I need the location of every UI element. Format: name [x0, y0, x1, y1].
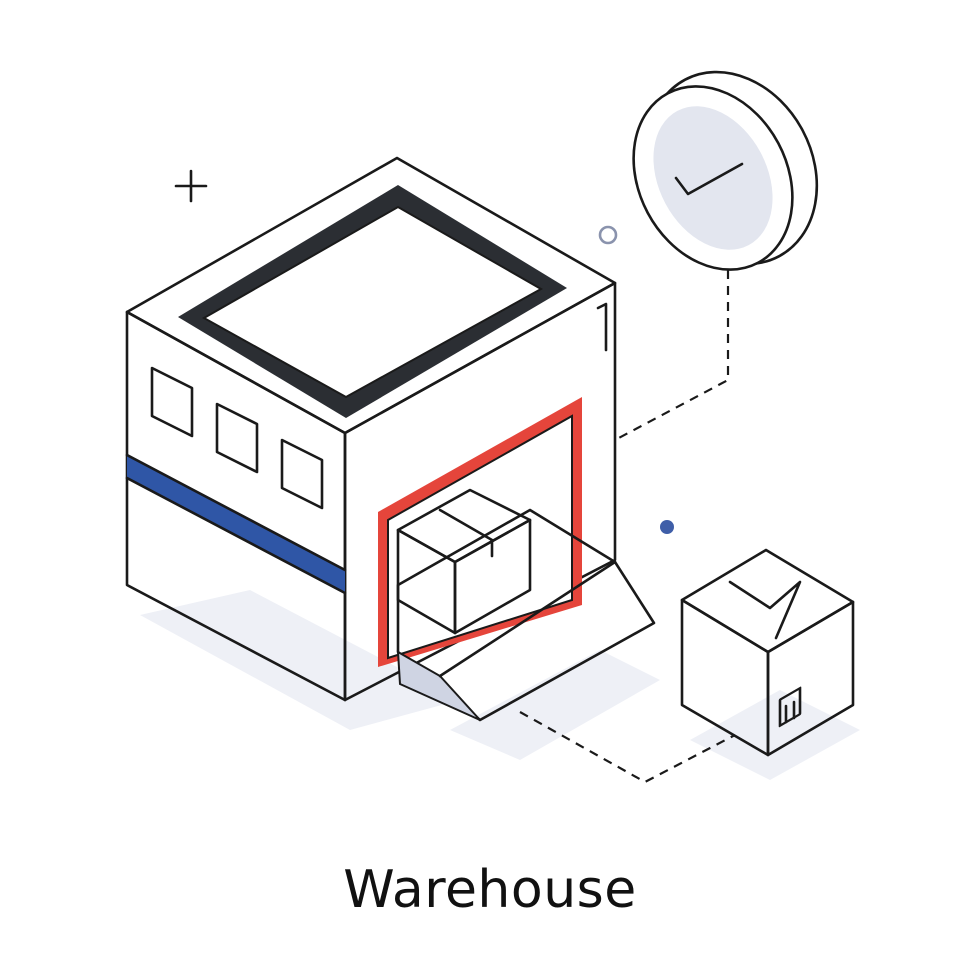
blue-dot-decoration — [660, 520, 674, 534]
window — [215, 402, 259, 474]
roof-skylight — [201, 205, 544, 399]
dashed-connector — [519, 270, 736, 784]
warehouse-roof — [125, 156, 617, 435]
caption-title: Warehouse — [343, 860, 637, 920]
box-label — [778, 686, 802, 728]
small-circle-decoration — [598, 225, 618, 245]
check-icon — [674, 162, 744, 196]
wall-stripe — [127, 455, 345, 593]
window — [150, 366, 194, 438]
window — [280, 438, 324, 510]
conveyor-side — [396, 650, 481, 721]
ground-shadow — [140, 590, 860, 780]
plus-sparkle-icon — [174, 169, 208, 203]
checkmark-badge-icon — [632, 70, 819, 271]
cardboard-box-icon — [680, 548, 855, 757]
cardboard-box-icon — [396, 488, 532, 635]
